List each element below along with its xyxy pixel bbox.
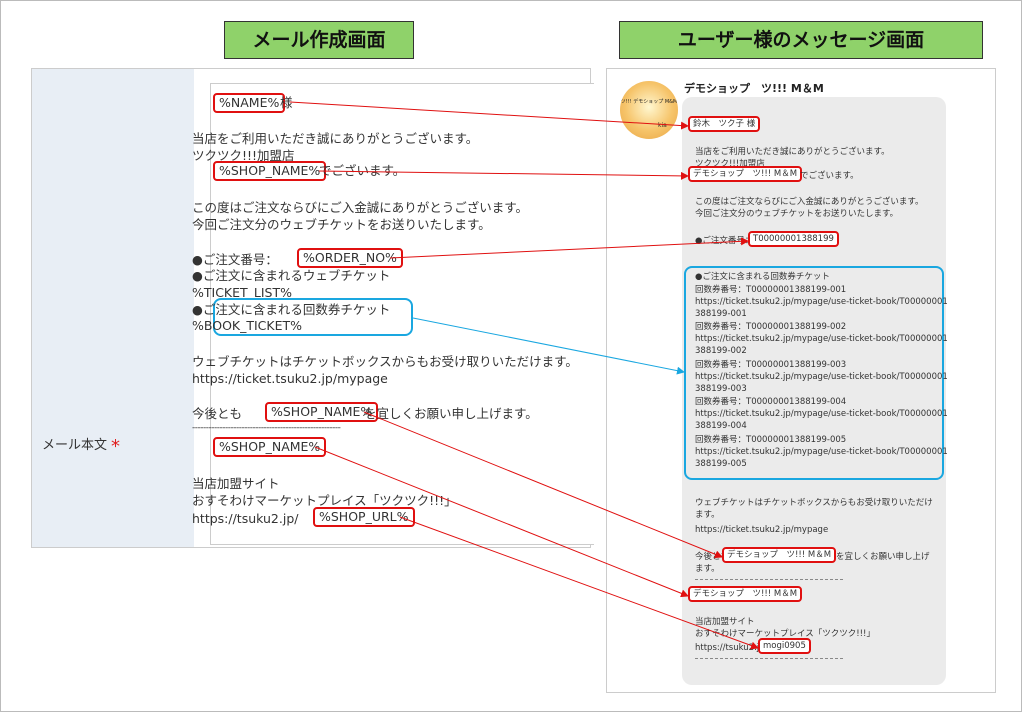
required-mark: * [111, 436, 121, 457]
name-variable: %NAME% [213, 93, 286, 113]
body-line: 当店加盟サイト [192, 476, 280, 491]
book-ticket-variable: %BOOK_TICKET% [192, 318, 303, 333]
ticket-link[interactable]: https://ticket.tsuku2.jp/mypage/use-tick… [695, 372, 948, 382]
name-suffix: 様 [280, 95, 293, 110]
order-label: ●ご注文番号： [695, 236, 754, 246]
mypage-link[interactable]: https://ticket.tsuku2.jp/mypage [695, 525, 829, 535]
closing-end: ます。 [695, 564, 720, 574]
message-line: おすそわけマーケットプレイス「ツクツク!!!」 [695, 629, 875, 639]
closing-suffix: を宜しくお願い申し上げ [836, 552, 930, 562]
order-label: ●ご注文番号： [192, 252, 278, 267]
divider: ----------------------------------------… [192, 423, 341, 433]
customer-name: 鈴木 ツク子 様 [688, 116, 761, 132]
url-prefix: https://tsuku2.jp/ [192, 511, 299, 526]
body-line: 当店をご利用いただき誠にありがとうございます。 [192, 131, 479, 146]
ticket-number: 回数券番号：T00000001388199-003 [695, 360, 847, 370]
ticket-link[interactable]: https://ticket.tsuku2.jp/mypage/use-tick… [695, 334, 948, 344]
shop-url-variable: %SHOP_URL% [313, 507, 415, 527]
closing-shop-variable: %SHOP_NAME% [265, 402, 379, 422]
ticket-link[interactable]: https://ticket.tsuku2.jp/mypage/use-tick… [695, 409, 948, 419]
ticket-link[interactable]: 388199-002 [695, 346, 747, 356]
signature-shop-value: デモショップ ツ!!! M＆M [688, 586, 803, 602]
avatar-logo-text: ツ!!! デモショップ M&M [620, 99, 678, 105]
message-line: ツクツク!!!加盟店 [695, 159, 765, 169]
ticket-link[interactable]: 388199-003 [695, 384, 747, 394]
book-ticket-title: ●ご注文に含まれる回数券チケット [695, 272, 830, 282]
message-line: この度はご注文ならびにご入金誠にありがとうございます。 [695, 197, 924, 207]
shop-name-value: デモショップ ツ!!! M＆M [688, 166, 803, 182]
ticket-link[interactable]: 388199-004 [695, 421, 747, 431]
book-ticket-highlight [213, 298, 413, 336]
divider [695, 579, 843, 580]
body-line: https://ticket.tsuku2.jp/mypage [192, 371, 388, 386]
body-line: 今回ご注文分のウェブチケットをお送りいたします。 [192, 217, 491, 232]
order-no-value: T00000001388199 [748, 231, 839, 247]
body-line: でございます。 [319, 163, 406, 178]
email-body-label: メール本文* [42, 436, 121, 457]
body-line: %TICKET_LIST% [192, 285, 293, 300]
body-line: ●ご注文に含まれる回数券チケット [192, 302, 391, 317]
closing-shop-value: デモショップ ツ!!! M＆M [722, 547, 837, 563]
user-message-title: ユーザー様のメッセージ画面 [619, 21, 983, 59]
ticket-link[interactable]: https://ticket.tsuku2.jp/mypage/use-tick… [695, 297, 948, 307]
ticket-number: 回数券番号：T00000001388199-004 [695, 397, 847, 407]
ticket-number: 回数券番号：T00000001388199-005 [695, 435, 847, 445]
shop-name-variable: %SHOP_NAME% [213, 161, 327, 181]
label-column [32, 69, 194, 547]
closing-prefix: 今後とも [192, 406, 243, 421]
shop-url-value[interactable]: mogi0905 [758, 638, 811, 654]
sender-shop-name: デモショップ ツ!!! M＆M [684, 82, 824, 95]
shop-avatar[interactable]: ツ!!! デモショップ M&M kia [620, 81, 678, 139]
book-ticket-list-highlight [684, 266, 944, 480]
divider [695, 658, 843, 659]
order-no-variable: %ORDER_NO% [297, 248, 403, 268]
message-line: 当店加盟サイト [695, 617, 755, 627]
body-line: ツクツク!!!加盟店 [192, 148, 295, 163]
message-line: でございます。 [800, 171, 859, 181]
signature-shop-variable: %SHOP_NAME% [213, 437, 327, 457]
ticket-number: 回数券番号：T00000001388199-001 [695, 285, 847, 295]
body-line: この度はご注文ならびにご入金誠にありがとうございます。 [192, 200, 529, 215]
message-line: 当店をご利用いただき誠にありがとうございます。 [695, 147, 890, 157]
message-line: ます。 [695, 510, 720, 520]
message-line: 今回ご注文分のウェブチケットをお送りいたします。 [695, 209, 899, 219]
avatar-signature: kia [658, 122, 667, 129]
ticket-number: 回数券番号：T00000001388199-002 [695, 322, 847, 332]
closing-suffix: を宜しくお願い申し上げます。 [364, 406, 538, 421]
email-editor-title: メール作成画面 [224, 21, 414, 59]
ticket-link[interactable]: 388199-005 [695, 459, 747, 469]
message-line: ウェブチケットはチケットボックスからもお受け取りいただけ [695, 498, 933, 508]
body-line: ウェブチケットはチケットボックスからもお受け取りいただけます。 [192, 354, 578, 369]
ticket-link[interactable]: 388199-001 [695, 309, 747, 319]
body-line: ●ご注文に含まれるウェブチケット [192, 268, 391, 283]
url-prefix: https://tsuku2.jp/ [695, 643, 768, 653]
ticket-link[interactable]: https://ticket.tsuku2.jp/mypage/use-tick… [695, 447, 948, 457]
